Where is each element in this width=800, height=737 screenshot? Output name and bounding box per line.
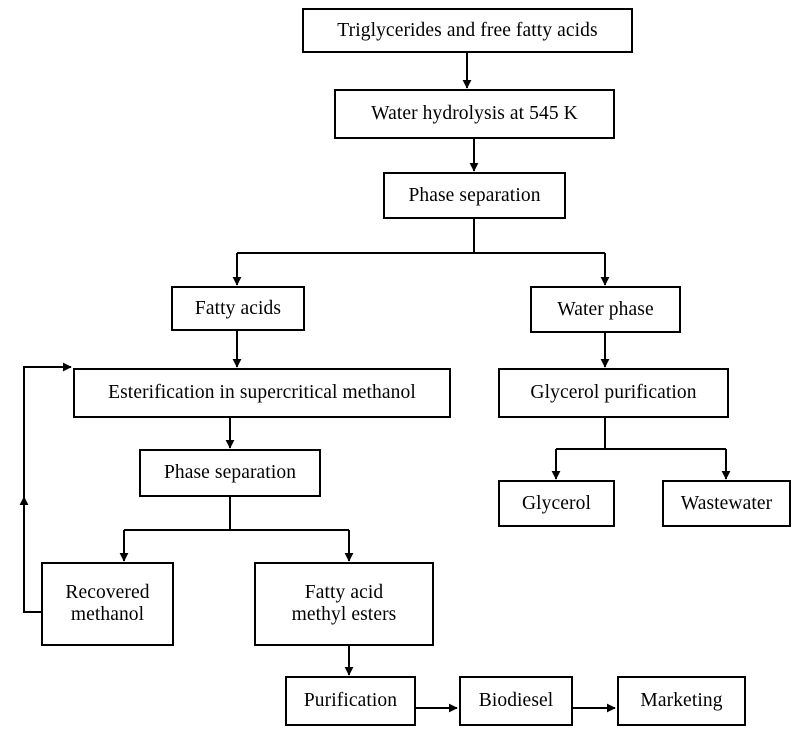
node-feedstock[interactable]: Triglycerides and free fatty acids	[302, 8, 633, 53]
node-marketing[interactable]: Marketing	[617, 676, 746, 726]
node-wastewater[interactable]: Wastewater	[662, 480, 791, 527]
node-phase-separation-2-label: Phase separation	[163, 462, 297, 484]
node-esterification-label: Esterification in supercritical methanol	[108, 382, 416, 404]
node-glycerol-label: Glycerol	[521, 492, 592, 514]
node-glycerol-purification-label: Glycerol purification	[530, 382, 697, 404]
node-wastewater-label: Wastewater	[680, 492, 773, 514]
node-biodiesel[interactable]: Biodiesel	[459, 676, 573, 726]
node-hydrolysis[interactable]: Water hydrolysis at 545 K	[334, 89, 615, 139]
node-fatty-acid-methyl-esters[interactable]: Fatty acid methyl esters	[254, 562, 434, 646]
node-glycerol-purification[interactable]: Glycerol purification	[498, 368, 729, 418]
node-biodiesel-label: Biodiesel	[478, 690, 554, 712]
node-hydrolysis-label: Water hydrolysis at 545 K	[371, 103, 578, 125]
node-purification-label: Purification	[303, 690, 398, 712]
node-phase-separation-1-label: Phase separation	[408, 184, 541, 206]
node-glycerol[interactable]: Glycerol	[498, 480, 615, 527]
node-purification[interactable]: Purification	[285, 676, 416, 726]
edge-recovered-methanol-feedback-lower	[19, 496, 41, 614]
edge-recovered-methanol-feedback-upper	[22, 362, 72, 497]
node-water-phase[interactable]: Water phase	[530, 286, 681, 333]
node-recovered-methanol-label: Recovered methanol	[65, 582, 150, 625]
node-phase-separation-1[interactable]: Phase separation	[383, 172, 566, 219]
node-recovered-methanol[interactable]: Recovered methanol	[41, 562, 174, 646]
node-feedstock-label: Triglycerides and free fatty acids	[337, 19, 598, 41]
node-fatty-acids-label: Fatty acids	[194, 297, 282, 319]
node-water-phase-label: Water phase	[557, 298, 654, 320]
node-fatty-acids[interactable]: Fatty acids	[171, 286, 305, 331]
node-esterification[interactable]: Esterification in supercritical methanol	[73, 368, 451, 418]
node-fatty-acid-methyl-esters-label: Fatty acid methyl esters	[291, 582, 397, 625]
node-marketing-label: Marketing	[640, 690, 723, 712]
node-phase-separation-2[interactable]: Phase separation	[139, 449, 321, 497]
